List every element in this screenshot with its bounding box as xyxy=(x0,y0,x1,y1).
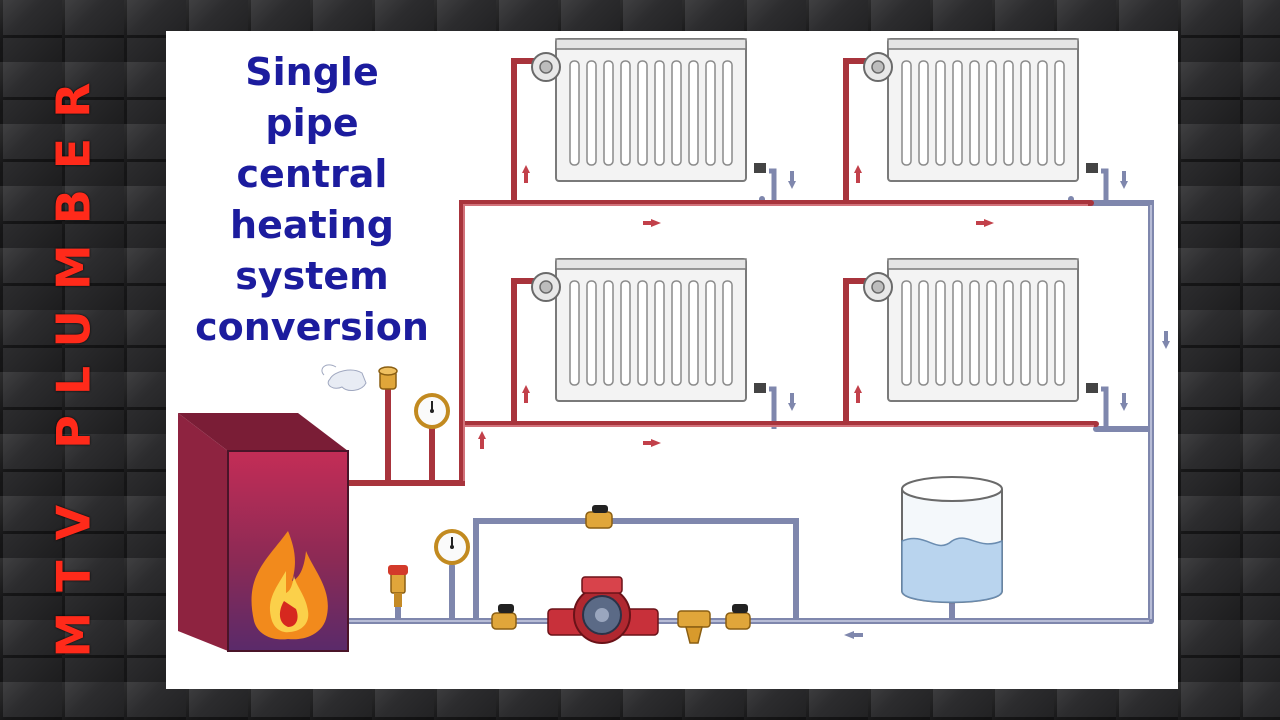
title-line-3: central xyxy=(236,152,388,196)
diagram-panel: Single pipe central heating system conve… xyxy=(166,31,1178,689)
pressure-gauge-icon-supply xyxy=(414,393,450,429)
title-line-6: conversion xyxy=(195,305,429,349)
radiator-return-drops xyxy=(769,168,1109,429)
expansion-tank-icon xyxy=(901,476,1003,604)
boiler-icon xyxy=(178,413,349,652)
supply-pipes-highlight xyxy=(463,204,1094,481)
supply-flow-arrows xyxy=(478,165,994,449)
strainer-icon xyxy=(677,610,711,644)
heating-diagram xyxy=(178,38,1170,652)
ball-valve-icon-pump-right xyxy=(725,604,751,630)
channel-name: MTV PLUMBER xyxy=(47,62,101,658)
channel-brand: MTV PLUMBER xyxy=(44,60,104,660)
ball-valve-icon-bypass xyxy=(585,505,613,529)
ball-valve-icon-pump-left xyxy=(491,604,517,630)
radiator-icon-top-right xyxy=(863,38,1099,182)
title-line-5: system xyxy=(235,254,389,298)
title-line-1: Single xyxy=(245,50,379,94)
air-vent-icon xyxy=(321,364,398,391)
diagram-title: Single pipe central heating system conve… xyxy=(166,47,458,353)
return-flow-arrows xyxy=(788,171,1170,639)
radiator-icon-bottom-right xyxy=(863,258,1099,402)
flame-icon xyxy=(251,531,328,640)
title-line-4: heating xyxy=(230,203,394,247)
radiator-icon-bottom-left xyxy=(531,258,767,402)
title-line-2: pipe xyxy=(265,101,359,145)
safety-valve-icon xyxy=(388,565,408,607)
radiator-icon-top-left xyxy=(531,38,767,182)
pressure-gauge-icon-return xyxy=(434,529,470,565)
pump-icon xyxy=(547,576,659,644)
